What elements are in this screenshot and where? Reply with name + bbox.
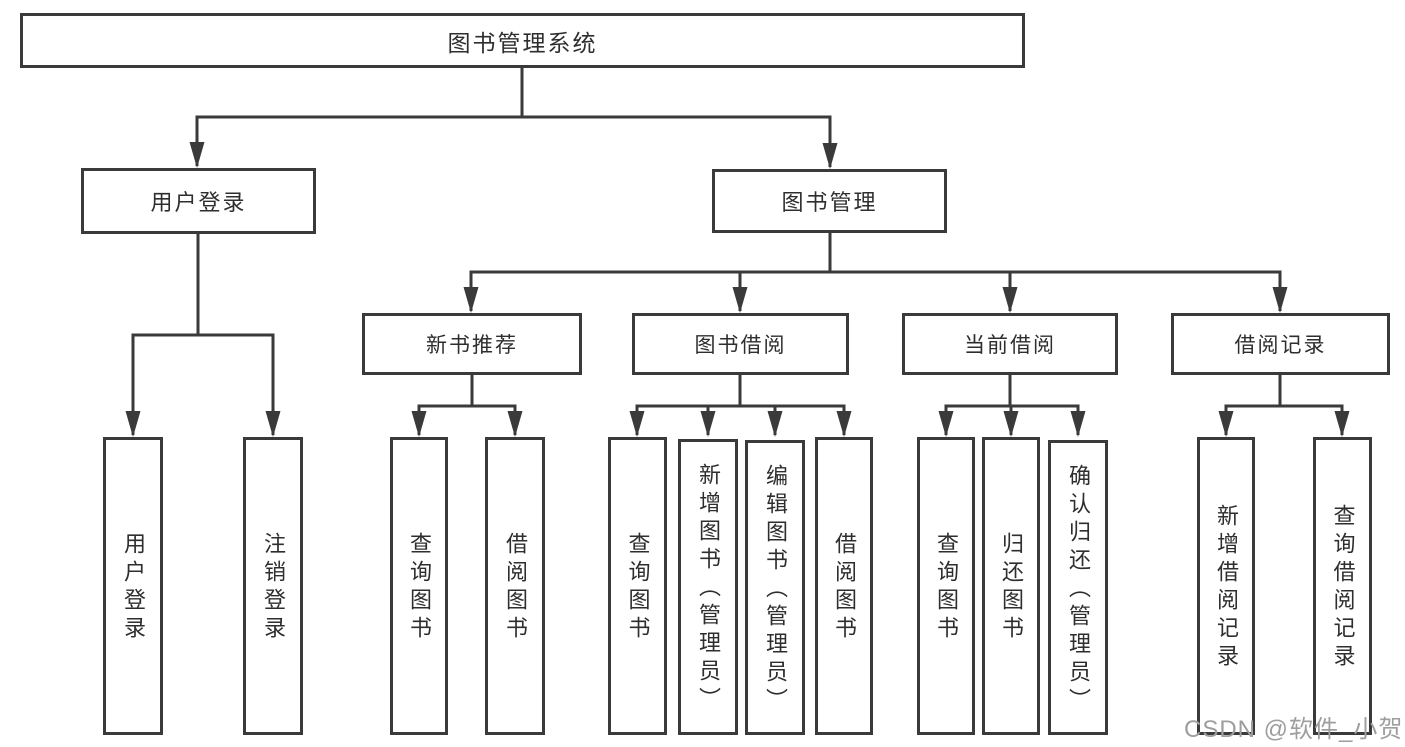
node-current-borrowing: 当前借阅 (902, 313, 1118, 375)
arrowheads (125, 142, 1350, 437)
leaf-records-query-record: 查询借阅记录 (1313, 437, 1372, 735)
node-library-management-system: 图书管理系统 (20, 13, 1025, 68)
leaf-borrowing-add-books-admin: 新增图书（管理员） (678, 439, 738, 735)
node-user-login: 用户登录 (81, 168, 316, 234)
leaf-user-login: 用户登录 (103, 437, 163, 735)
leaf-current-return-books: 归还图书 (982, 437, 1040, 735)
leaf-borrowing-query-books: 查询图书 (608, 437, 667, 735)
watermark: CSDN @软件_小贺同学 (1184, 716, 1405, 743)
leaf-records-add-record: 新增借阅记录 (1197, 437, 1255, 735)
leaf-newbook-query-books: 查询图书 (390, 437, 448, 735)
leaf-borrowing-edit-books-admin: 编辑图书（管理员） (745, 440, 805, 735)
leaf-logout: 注销登录 (243, 437, 303, 735)
node-book-borrowing: 图书借阅 (632, 313, 849, 375)
leaf-newbook-borrow-books: 借阅图书 (485, 437, 545, 735)
leaf-current-confirm-return-admin: 确认归还（管理员） (1048, 440, 1108, 735)
leaf-borrowing-borrow-books: 借阅图书 (815, 437, 873, 735)
node-borrowing-records: 借阅记录 (1171, 313, 1390, 375)
node-new-book-recommend: 新书推荐 (362, 313, 582, 375)
leaf-current-query-books: 查询图书 (917, 437, 975, 735)
node-book-management: 图书管理 (712, 169, 947, 233)
